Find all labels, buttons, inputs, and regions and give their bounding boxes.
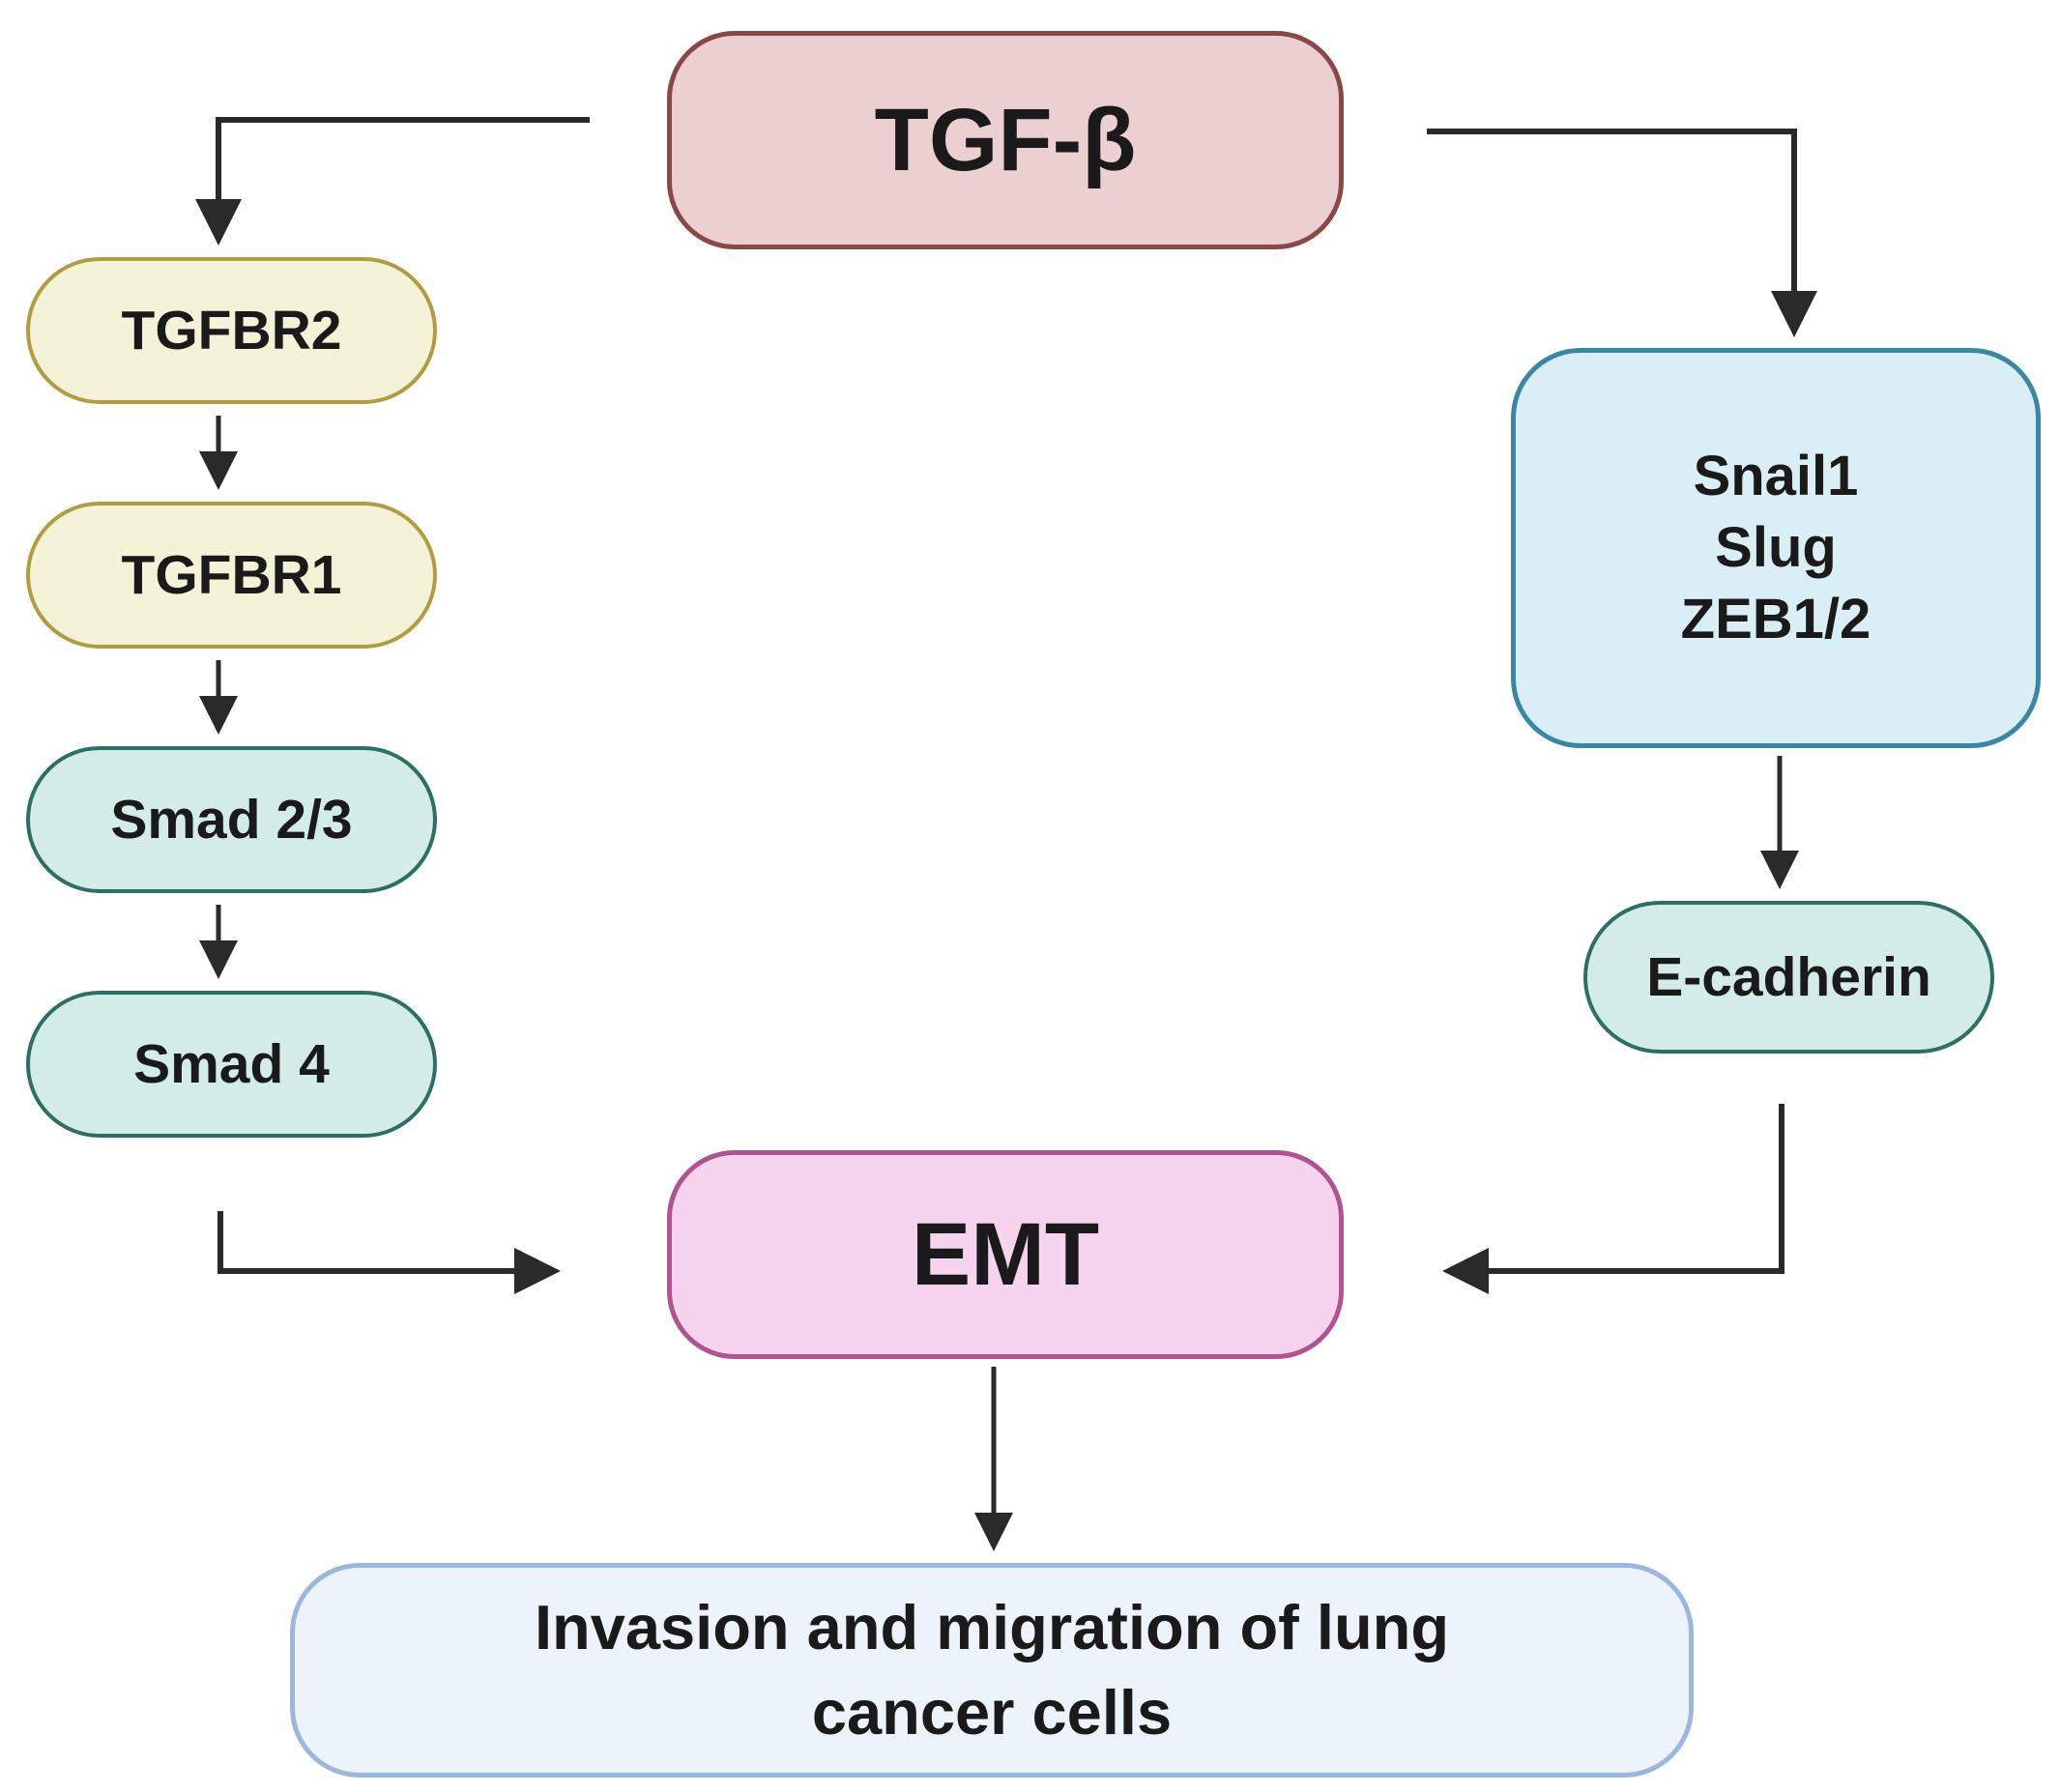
arrow-tgfb-to-tgfbr2	[195, 117, 590, 246]
arrow-ecadherin-to-emt	[1442, 1104, 1784, 1294]
invasion-label-line-1: Invasion and migration of lung	[534, 1592, 1450, 1662]
tgf-beta-node: TGF-β	[667, 31, 1344, 249]
invasion-migration-node: Invasion and migration of lung cancer ce…	[290, 1563, 1694, 1778]
tgf-beta-label: TGF-β	[874, 90, 1137, 189]
smad4-node: Smad 4	[26, 991, 437, 1138]
tgfbr2-label: TGFBR2	[121, 300, 342, 361]
tgfbr1-node: TGFBR1	[26, 502, 437, 649]
arrow-smad4-to-emt	[218, 1211, 561, 1294]
smad4-label: Smad 4	[133, 1033, 330, 1095]
tgfbr2-node: TGFBR2	[26, 257, 437, 404]
transcription-factors-node: Snail1 Slug ZEB1/2	[1511, 348, 2041, 748]
tgfbr1-label: TGFBR1	[121, 544, 342, 606]
smad23-node: Smad 2/3	[26, 746, 437, 893]
emt-label: EMT	[911, 1204, 1100, 1304]
zeb12-label: ZEB1/2	[1680, 588, 1871, 650]
emt-node: EMT	[667, 1150, 1344, 1359]
arrow-tgfb-to-snail-group	[1427, 129, 1817, 337]
invasion-label-line-2: cancer cells	[811, 1677, 1173, 1748]
snail1-label: Snail1	[1693, 445, 1859, 507]
slug-label: Slug	[1715, 516, 1837, 579]
e-cadherin-node: E-cadherin	[1583, 901, 1994, 1054]
smad23-label: Smad 2/3	[110, 789, 353, 851]
e-cadherin-label: E-cadherin	[1646, 946, 1931, 1008]
